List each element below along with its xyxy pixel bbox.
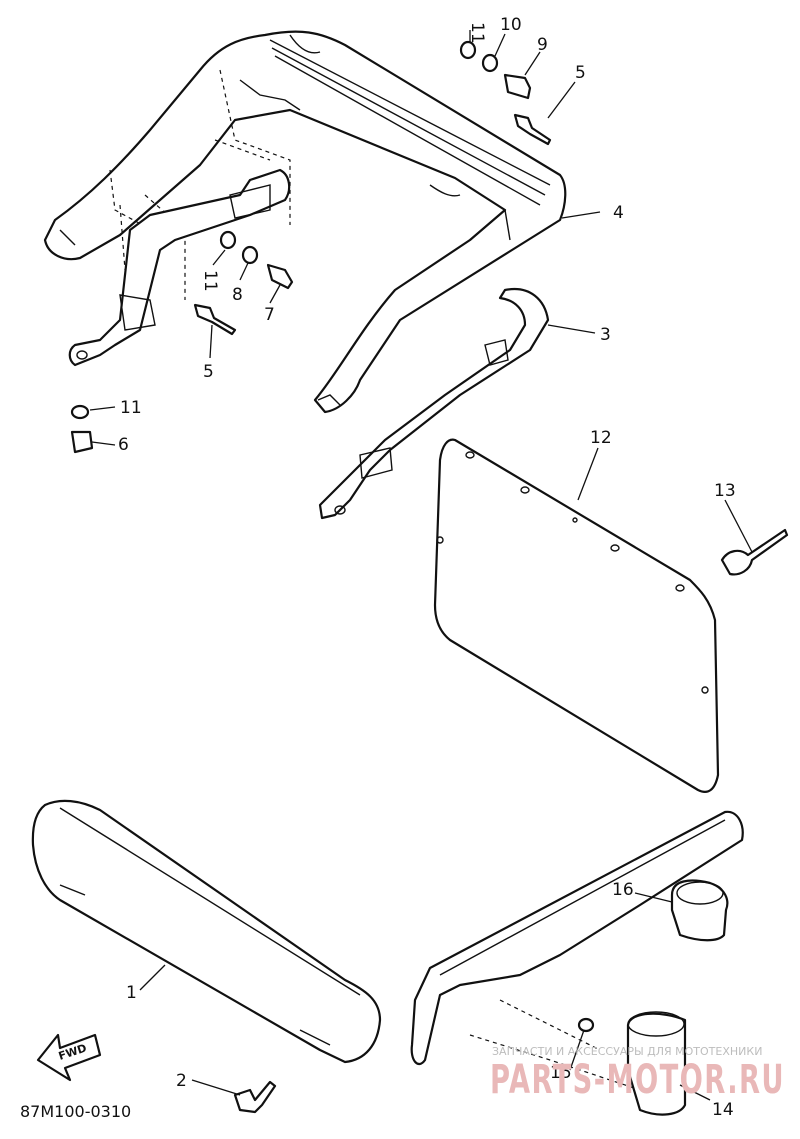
- callout-11: 11: [467, 22, 487, 44]
- frame-section: [410, 810, 744, 1116]
- part-12-panel: [433, 438, 720, 793]
- callout-16: 16: [612, 880, 634, 900]
- callout-1: 1: [126, 983, 137, 1003]
- callout-8: 8: [232, 285, 243, 305]
- watermark-caption: ЗАПЧАСТИ И АКСЕССУАРЫ ДЛЯ МОТОТЕХНИКИ: [492, 1045, 762, 1058]
- part-2-bolt: [233, 1080, 277, 1114]
- part-1-cover: [31, 799, 382, 1064]
- callout-10: 10: [500, 15, 522, 35]
- callout-15: 15: [550, 1063, 572, 1083]
- callout-7: 7: [264, 305, 275, 325]
- callouts: 11 10 9 5 4 3 11 8 7 5 11 6 12 13 16 1 2…: [118, 15, 736, 1120]
- watermark-brand: PARTS-MOTOR.RU: [490, 1057, 785, 1103]
- callout-12: 12: [590, 428, 612, 448]
- dashed-outline-upper: [214, 69, 291, 225]
- callout-6: 6: [118, 435, 129, 455]
- part-13-rivet: [720, 528, 789, 576]
- callout-5: 5: [575, 63, 586, 83]
- callout-11-low: 11: [120, 398, 142, 418]
- callout-2: 2: [176, 1071, 187, 1091]
- callout-13: 13: [714, 481, 736, 501]
- callout-3: 3: [600, 325, 611, 345]
- callout-4: 4: [613, 203, 624, 223]
- callout-14: 14: [712, 1100, 734, 1120]
- callout-11-mid: 11: [200, 270, 220, 292]
- fwd-arrow-icon: FWD: [36, 1033, 102, 1082]
- part-4-rear-cowl: [43, 30, 567, 414]
- diagram-code: 87M100-0310: [20, 1102, 131, 1121]
- part-3-stay: [68, 168, 550, 520]
- callout-9: 9: [537, 35, 548, 55]
- fasteners-top: [70, 40, 552, 454]
- callout-5-lower: 5: [203, 362, 214, 382]
- leader-lines: [89, 30, 753, 1101]
